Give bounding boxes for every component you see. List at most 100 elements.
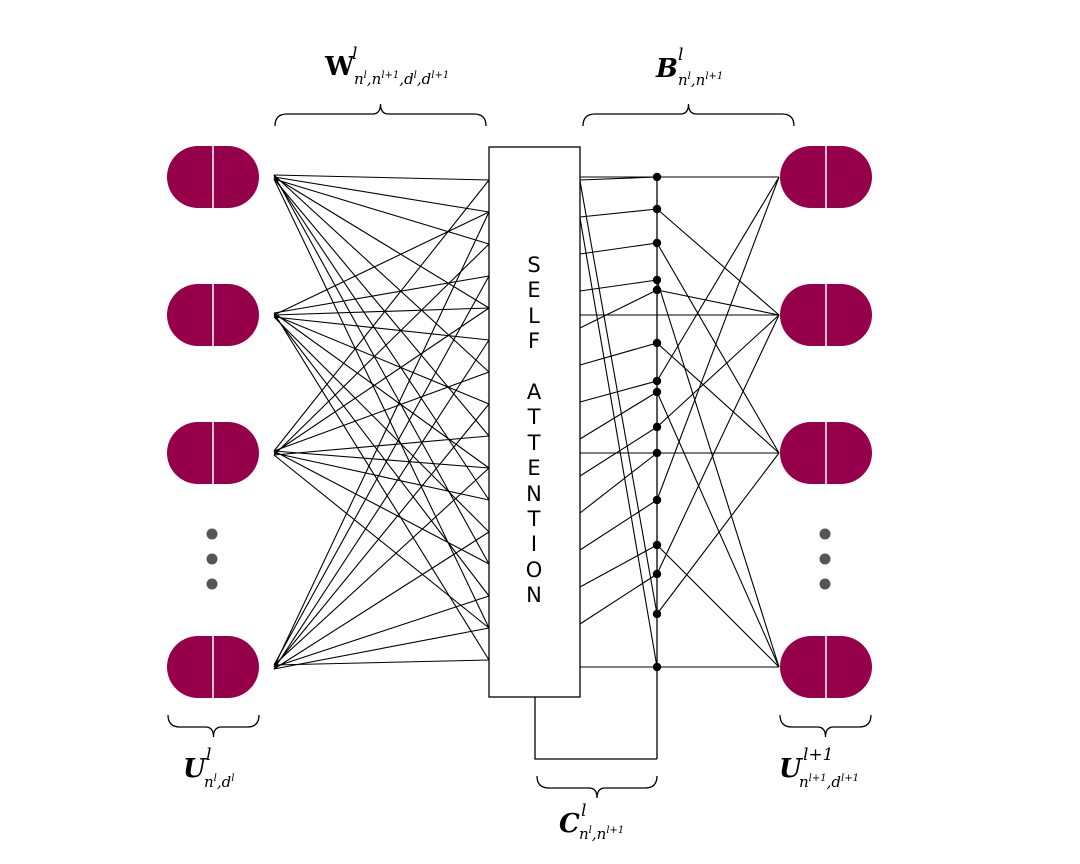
bias-input-line	[579, 208, 658, 218]
bias-output-line	[656, 391, 780, 668]
bias-input-line	[579, 573, 658, 625]
weight-connection	[273, 627, 490, 670]
bias-input-line	[579, 217, 658, 668]
junction-dot	[652, 376, 662, 386]
weight-connection	[273, 339, 490, 670]
bias-output-line	[656, 279, 780, 668]
weight-connection	[273, 531, 490, 670]
junction-dot	[652, 387, 662, 397]
weight-connection	[273, 243, 490, 456]
output-units-label: U l+1 nl+1,dl+1	[779, 745, 859, 791]
bias-output-line	[656, 544, 780, 668]
weight-connection	[273, 435, 490, 456]
weight-connection	[273, 178, 490, 629]
curly-brace	[582, 103, 795, 127]
junction-dot	[652, 448, 662, 458]
weight-connection	[273, 178, 490, 437]
bias-input-line	[579, 279, 658, 292]
residual-connection	[534, 697, 657, 760]
bias-output-line	[656, 289, 780, 316]
weight-connection	[273, 211, 490, 316]
weight-matrix-label: W l nl,nl+1,dl,dl+1	[325, 44, 450, 88]
weight-connection	[273, 403, 490, 668]
weight-connection	[273, 659, 490, 666]
weight-connection	[273, 595, 490, 668]
weight-connection	[273, 371, 490, 452]
bias-output-line	[656, 314, 780, 428]
bias-input-line	[579, 499, 658, 551]
junction-dot	[652, 338, 662, 348]
junction-dot	[652, 204, 662, 214]
ellipsis-dot	[206, 553, 218, 565]
junction-dot	[652, 422, 662, 432]
weight-connection	[273, 316, 490, 341]
bias-input-line	[579, 426, 658, 477]
bias-output-line	[656, 242, 780, 454]
output-bias-connections	[579, 176, 780, 668]
weight-connection	[273, 178, 490, 245]
weight-connection	[273, 176, 490, 213]
weight-connection	[273, 176, 490, 309]
bias-output-line	[656, 176, 780, 382]
neuron-nodes	[167, 146, 872, 698]
junction-dot	[652, 569, 662, 579]
ellipsis-dot	[819, 553, 831, 565]
weight-connection	[273, 316, 490, 533]
junction-dot	[652, 238, 662, 248]
bias-input-line	[579, 380, 658, 403]
bias-matrix-label: B l nl,nl+1	[656, 45, 724, 89]
self-attention-block	[488, 146, 581, 698]
junction-dot	[652, 285, 662, 295]
junction-dot	[652, 172, 662, 182]
curly-brace	[274, 103, 487, 127]
weight-connection	[273, 454, 490, 629]
ellipsis-dot	[206, 528, 218, 540]
junction-dot	[652, 275, 662, 285]
weight-connection	[273, 312, 490, 469]
bias-input-line	[579, 289, 658, 329]
ellipsis-dot	[819, 528, 831, 540]
ellipsis-dots	[206, 528, 831, 590]
weight-connection	[273, 275, 490, 314]
weight-connection	[273, 467, 490, 666]
bias-input-line	[579, 452, 658, 514]
bias-input-line	[579, 391, 658, 440]
weight-connection	[273, 450, 490, 469]
junction-dot	[652, 609, 662, 619]
context-matrix-label: C l nl,nl+1	[559, 801, 625, 843]
weight-connection	[273, 211, 490, 668]
weight-connection	[273, 307, 490, 454]
junction-dot	[652, 540, 662, 550]
bias-output-line	[656, 452, 780, 615]
bias-output-line	[656, 342, 780, 454]
bias-input-line	[579, 180, 658, 615]
weight-connection	[273, 174, 490, 181]
braces	[167, 103, 872, 799]
weight-connection	[273, 314, 490, 405]
junction-dots	[652, 172, 662, 672]
input-units-label: U l nl,dl	[183, 745, 235, 791]
junction-dot	[652, 662, 662, 672]
weight-connection	[273, 179, 490, 452]
bias-output-line	[656, 314, 780, 575]
bias-input-line	[579, 342, 658, 366]
weight-connection	[273, 174, 490, 373]
weight-connection	[273, 176, 490, 501]
junction-dot	[652, 495, 662, 505]
weight-connection	[273, 307, 490, 316]
weight-connection	[273, 174, 490, 565]
weight-connection	[273, 312, 490, 661]
ellipsis-dot	[819, 578, 831, 590]
weight-connection	[273, 275, 490, 666]
bias-output-line	[656, 208, 780, 316]
input-weight-connections	[273, 174, 490, 670]
bias-input-line	[579, 544, 658, 588]
weight-connection	[273, 450, 490, 565]
curly-brace	[167, 714, 260, 738]
bias-output-line	[656, 176, 780, 501]
curly-brace	[779, 714, 872, 738]
weight-connection	[273, 314, 490, 597]
weight-connection	[273, 452, 490, 501]
